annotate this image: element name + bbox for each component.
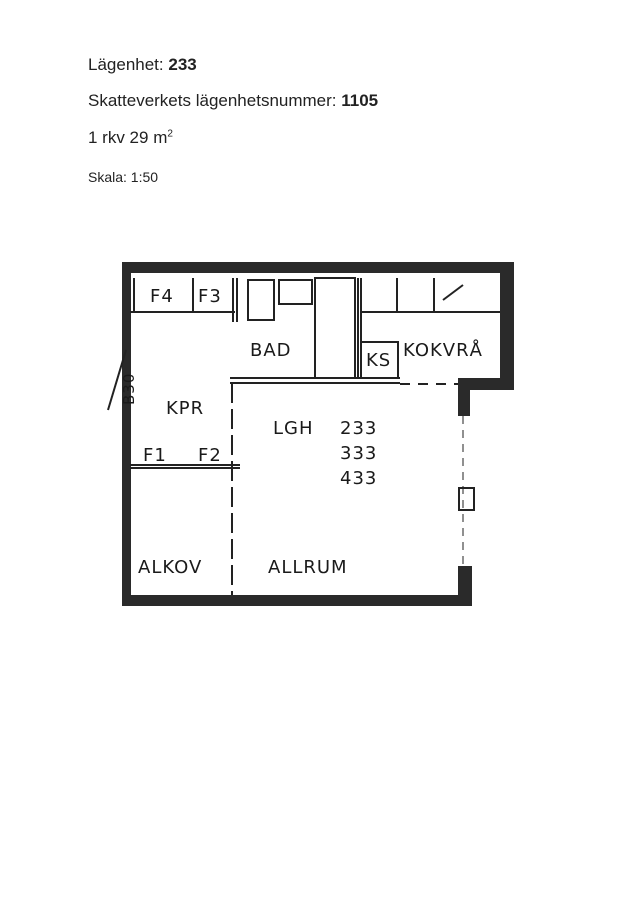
size-line: 1 rkv 29 m2 xyxy=(88,128,173,148)
room-label-kpr: KPR xyxy=(166,398,204,419)
room-label-kokvra: KOKVRÅ xyxy=(403,339,483,361)
size-text: 1 rkv 29 m xyxy=(88,128,168,147)
apartment-label: Lägenhet: xyxy=(88,55,164,74)
room-label-f1: F1 xyxy=(143,445,167,466)
tax-label: Skatteverkets lägenhetsnummer: xyxy=(88,91,337,110)
room-label-alkov: ALKOV xyxy=(138,557,202,578)
apartment-line: Lägenhet: 233 xyxy=(88,55,197,75)
room-label-ks: KS xyxy=(366,350,391,371)
room-label-allrum: ALLRUM xyxy=(268,557,348,578)
room-label-f4: F4 xyxy=(150,286,174,307)
apartment-number-3: 433 xyxy=(340,468,377,489)
room-label-lgh: LGH xyxy=(273,418,314,439)
label-b30: B30 xyxy=(120,373,138,405)
apartment-number-2: 333 xyxy=(340,443,377,464)
room-label-f3: F3 xyxy=(198,286,222,307)
interior-walls xyxy=(107,277,500,595)
room-label-f2: F2 xyxy=(198,445,222,466)
scale-text: Skala: 1:50 xyxy=(88,169,159,185)
tax-number-line: Skatteverkets lägenhetsnummer: 1105 xyxy=(88,91,378,111)
size-sup: 2 xyxy=(167,128,173,140)
room-label-bad: BAD xyxy=(250,340,292,361)
apartment-number-1: 233 xyxy=(340,418,377,439)
outer-walls xyxy=(122,262,514,606)
tax-number: 1105 xyxy=(341,91,379,110)
apartment-number: 233 xyxy=(168,55,197,74)
